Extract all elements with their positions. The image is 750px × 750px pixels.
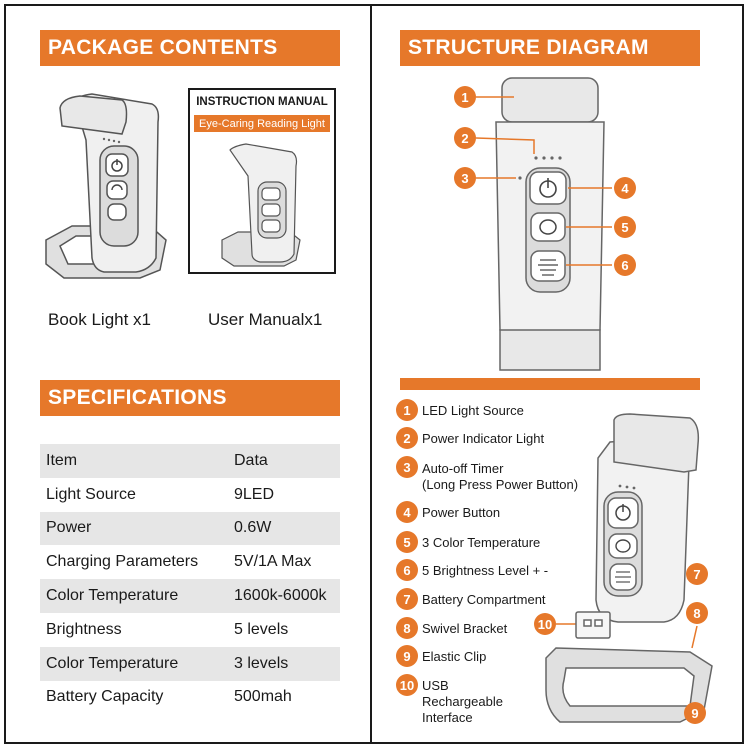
spec-value: 5V/1A Max [234,553,312,571]
legend-label-6: 5 Brightness Level + - [422,563,549,578]
table-row: Charging Parameters 5V/1A Max [40,545,340,579]
cycle-icon [615,539,631,553]
structure-diagram-title: STRUCTURE DIAGRAM [408,36,649,59]
spec-key: Color Temperature [40,646,228,681]
legend-badge-10: 10 [396,674,418,696]
legend-label-8: Swivel Bracket [422,621,508,636]
manual-caption: User Manualx1 [208,310,323,329]
indicator-dots [518,156,562,180]
legend-badge-4: 4 [396,501,418,523]
badge-3: 3 [454,167,476,189]
manual-title: INSTRUCTION MANUAL [196,96,328,108]
spec-key: Brightness [46,620,122,638]
legend-badge-9: 9 [396,645,418,667]
spec-value: 500mah [234,688,292,706]
badge-10: 10 [534,613,556,635]
specifications-banner: SPECIFICATIONS [40,380,340,416]
spec-key: Charging Parameters [46,553,199,571]
power-icon [539,178,557,198]
spec-value: 9LED [234,485,275,503]
legend-badge-2: 2 [396,427,418,449]
legend-label-7: Battery Compartment [422,592,546,607]
spec-value: 5 levels [234,620,289,638]
spec-key: Light Source [46,485,136,503]
legend-label-9: Elastic Clip [422,649,487,664]
badge-9: 9 [684,702,706,724]
structure-divider-bar [400,378,700,390]
package-contents-banner: PACKAGE CONTENTS [40,30,340,66]
badge-8: 8 [686,602,708,624]
spec-value: 0.6W [228,511,340,546]
manual-subtitle: Eye-Caring Reading Light [194,115,330,132]
indicator-dots [618,484,636,490]
manual-book-light-illustration [221,143,301,267]
legend-label-10-line1: USB [422,678,449,693]
spec-value: 1600k-6000k [228,579,340,613]
outer-frame [4,4,744,744]
legend-badge-3: 3 [396,456,418,478]
book-light-illustration [45,93,167,279]
specifications-title: SPECIFICATIONS [48,386,227,409]
badge-1: 1 [454,86,476,108]
front-device-illustration [495,77,605,371]
badge-4: 4 [614,177,636,199]
table-row: Battery Capacity 500mah [40,681,340,715]
badge-7: 7 [686,563,708,585]
legend-label-3: Auto-off Timer (Long Press Power Button) [422,461,578,493]
legend-label-4: Power Button [422,505,501,520]
legend-label-1: LED Light Source [422,403,524,418]
legend-badge-5: 5 [396,531,418,553]
legend-label-10: USB Rechargeable Interface [422,678,503,726]
brightness-icon [538,259,558,276]
legend-label-3-line1: Auto-off Timer [422,461,504,476]
table-row: Light Source 9LED [40,478,340,512]
legend-label-10-line2: Rechargeable [422,694,503,709]
side-device-illustration [545,413,713,723]
column-divider [370,4,372,744]
power-icon [615,504,631,521]
package-contents-title: PACKAGE CONTENTS [48,36,278,59]
badge-5: 5 [614,216,636,238]
legend-badge-7: 7 [396,588,418,610]
brightness-icon [615,571,631,583]
spec-value: Data [228,444,340,478]
structure-diagram-banner: STRUCTURE DIAGRAM [400,30,700,66]
legend-label-3-line2: (Long Press Power Button) [422,477,579,492]
badge-2: 2 [454,127,476,149]
cycle-icon [539,219,557,235]
book-light-caption: Book Light x1 [48,310,152,329]
spec-key: Item [40,444,228,478]
legend-badge-6: 6 [396,559,418,581]
spec-key: Color Temperature [40,579,228,613]
cycle-icon [111,184,123,191]
badge-6: 6 [614,254,636,276]
legend-label-10-line3: Interface [422,710,473,725]
spec-value: 3 levels [228,646,340,681]
spec-key: Battery Capacity [46,688,164,706]
table-row: Brightness 5 levels [40,613,340,647]
instruction-manual: INSTRUCTION MANUAL Eye-Caring Reading Li… [188,88,336,274]
power-icon [111,159,123,172]
legend-label-2: Power Indicator Light [422,431,545,446]
legend-badge-8: 8 [396,617,418,639]
dots [102,137,121,144]
spec-key: Power [40,511,228,546]
legend-badge-1: 1 [396,399,418,421]
usb-connector-icon [575,611,611,639]
legend-label-5: 3 Color Temperature [422,535,541,550]
